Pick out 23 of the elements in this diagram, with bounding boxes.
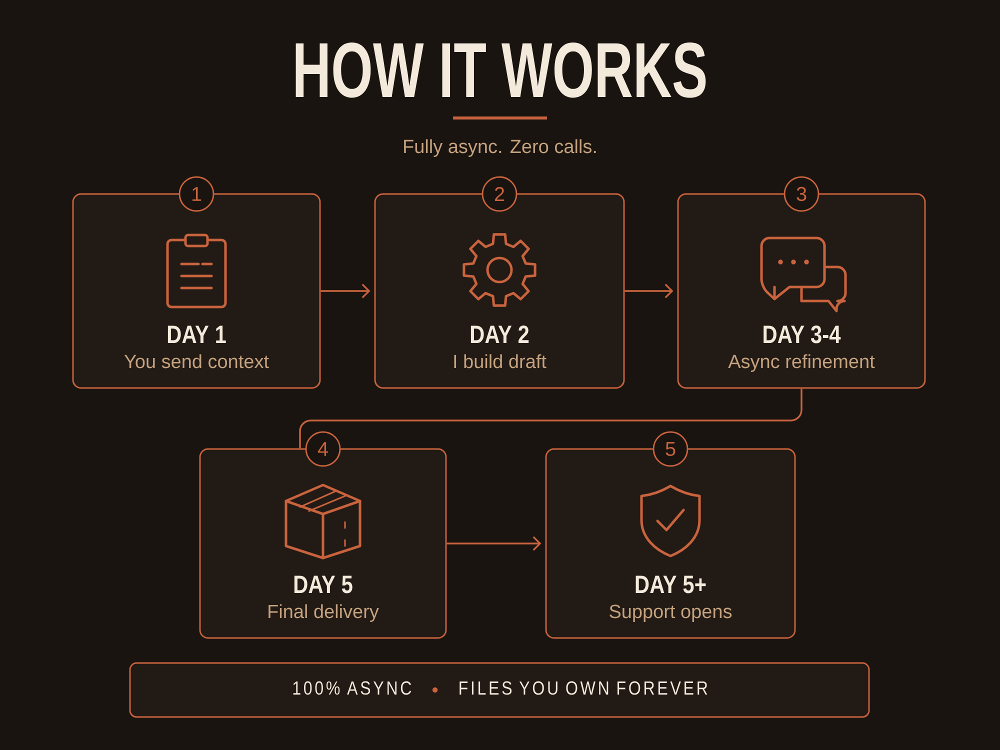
step-description: You send context: [124, 354, 269, 368]
feature-text: 100% ASYNC: [293, 681, 412, 695]
step-number: 5: [652, 431, 688, 467]
step-number: 1: [178, 176, 214, 212]
step-description: Async refinement: [728, 354, 875, 372]
step-description: Support opens: [610, 604, 732, 622]
step-day: DAY 5+: [636, 576, 706, 594]
step-day: DAY 5: [294, 576, 352, 594]
step-day: DAY 3-4: [764, 326, 841, 344]
step-description: I build draft: [454, 354, 546, 368]
arrow: [446, 536, 542, 551]
connector-line: [299, 388, 802, 448]
step-number: 2: [482, 176, 518, 212]
step-day: DAY 2: [470, 326, 529, 343]
arrow: [320, 284, 370, 298]
step-day: DAY 1: [168, 326, 226, 343]
title: HOW IT WORKS: [296, 42, 706, 98]
subtitle: Fully async. Zero calls.: [404, 139, 596, 157]
step-description: Final delivery: [268, 604, 379, 622]
step-number: 3: [784, 176, 820, 212]
arrow: [624, 284, 674, 298]
feature-text: FILES YOU OWN FOREVER: [460, 681, 708, 695]
step-number: 4: [305, 431, 341, 467]
